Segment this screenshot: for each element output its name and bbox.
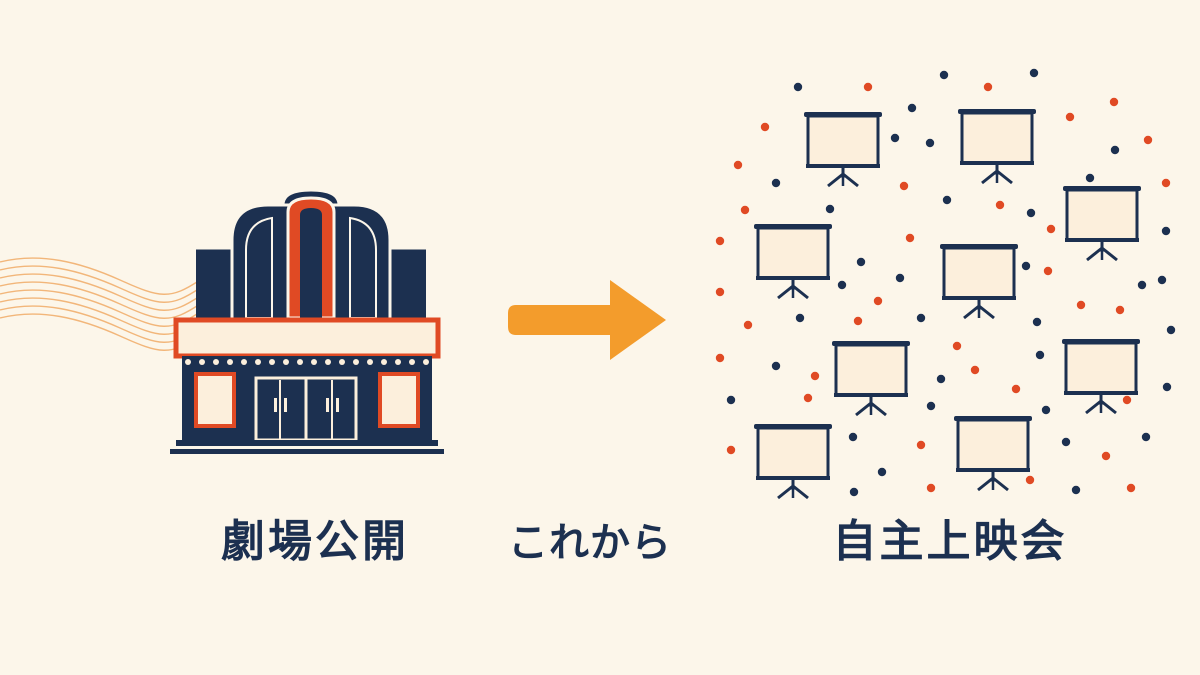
confetti-dot bbox=[926, 483, 936, 493]
confetti-dots bbox=[715, 68, 1176, 497]
confetti-dot bbox=[810, 371, 820, 381]
confetti-dot bbox=[771, 361, 781, 371]
confetti-dot bbox=[983, 82, 993, 92]
confetti-dot bbox=[877, 467, 887, 477]
confetti-dot bbox=[793, 82, 803, 92]
confetti-dot bbox=[1085, 173, 1095, 183]
confetti-dot bbox=[726, 395, 736, 405]
confetti-dot bbox=[1065, 112, 1075, 122]
confetti-dot bbox=[1166, 325, 1176, 335]
projection-screen-icon bbox=[754, 224, 832, 300]
confetti-dot bbox=[905, 233, 915, 243]
confetti-dot bbox=[853, 316, 863, 326]
confetti-dot bbox=[726, 445, 736, 455]
confetti-dot bbox=[795, 313, 805, 323]
confetti-dot bbox=[1043, 266, 1053, 276]
confetti-dot bbox=[1141, 432, 1151, 442]
confetti-dot bbox=[1137, 280, 1147, 290]
confetti-dot bbox=[995, 200, 1005, 210]
sound-waves-decoration bbox=[0, 257, 201, 351]
confetti-dot bbox=[873, 296, 883, 306]
confetti-dot bbox=[907, 103, 917, 113]
confetti-dot bbox=[970, 365, 980, 375]
confetti-dot bbox=[1122, 395, 1132, 405]
confetti-dot bbox=[916, 313, 926, 323]
confetti-dot bbox=[1046, 224, 1056, 234]
confetti-dot bbox=[1161, 226, 1171, 236]
confetti-dot bbox=[849, 487, 859, 497]
confetti-dot bbox=[939, 70, 949, 80]
projection-screen-icon bbox=[1062, 339, 1140, 415]
confetti-dot bbox=[1110, 145, 1120, 155]
confetti-dot bbox=[890, 133, 900, 143]
confetti-dot bbox=[899, 181, 909, 191]
confetti-dot bbox=[1143, 135, 1153, 145]
projection-screen-icon bbox=[940, 244, 1018, 320]
confetti-dot bbox=[863, 82, 873, 92]
confetti-dot bbox=[942, 195, 952, 205]
confetti-dot bbox=[1032, 317, 1042, 327]
label-from-now-on: これから bbox=[508, 520, 672, 566]
projection-screen-icon bbox=[804, 112, 882, 188]
confetti-dot bbox=[771, 178, 781, 188]
confetti-dot bbox=[895, 273, 905, 283]
label-theatrical-release: 劇場公開 bbox=[221, 516, 409, 567]
confetti-dot bbox=[856, 257, 866, 267]
projection-screen-icon bbox=[954, 416, 1032, 492]
projection-screens bbox=[754, 109, 1141, 500]
projection-screen-icon bbox=[958, 109, 1036, 185]
confetti-dot bbox=[1162, 382, 1172, 392]
movie-theater-icon bbox=[170, 188, 444, 454]
confetti-dot bbox=[1076, 300, 1086, 310]
confetti-dot bbox=[743, 320, 753, 330]
confetti-dot bbox=[1021, 261, 1031, 271]
confetti-dot bbox=[926, 401, 936, 411]
confetti-dot bbox=[1011, 384, 1021, 394]
marquee-bulbs bbox=[185, 359, 429, 365]
confetti-dot bbox=[1161, 178, 1171, 188]
confetti-dot bbox=[936, 374, 946, 384]
confetti-dot bbox=[925, 138, 935, 148]
confetti-dot bbox=[1061, 437, 1071, 447]
confetti-dot bbox=[1026, 208, 1036, 218]
confetti-dot bbox=[1025, 475, 1035, 485]
confetti-dot bbox=[1071, 485, 1081, 495]
projection-screen-icon bbox=[832, 341, 910, 417]
projection-screen-icon bbox=[1063, 186, 1141, 262]
confetti-dot bbox=[1109, 97, 1119, 107]
confetti-dot bbox=[715, 353, 725, 363]
confetti-dot bbox=[1157, 275, 1167, 285]
confetti-dot bbox=[803, 393, 813, 403]
label-independent-screening: 自主上映会 bbox=[832, 516, 1068, 567]
confetti-dot bbox=[1029, 68, 1039, 78]
confetti-dot bbox=[1115, 305, 1125, 315]
confetti-dot bbox=[848, 432, 858, 442]
confetti-dot bbox=[825, 204, 835, 214]
confetti-dot bbox=[1126, 483, 1136, 493]
confetti-dot bbox=[1101, 451, 1111, 461]
confetti-dot bbox=[760, 122, 770, 132]
confetti-dot bbox=[715, 236, 725, 246]
confetti-dot bbox=[740, 205, 750, 215]
confetti-dot bbox=[715, 287, 725, 297]
projection-screen-icon bbox=[754, 424, 832, 500]
confetti-dot bbox=[916, 440, 926, 450]
confetti-dot bbox=[837, 280, 847, 290]
confetti-dot bbox=[1035, 350, 1045, 360]
confetti-dot bbox=[733, 160, 743, 170]
arrow-right-icon bbox=[508, 280, 666, 360]
confetti-dot bbox=[1041, 405, 1051, 415]
confetti-dot bbox=[952, 341, 962, 351]
